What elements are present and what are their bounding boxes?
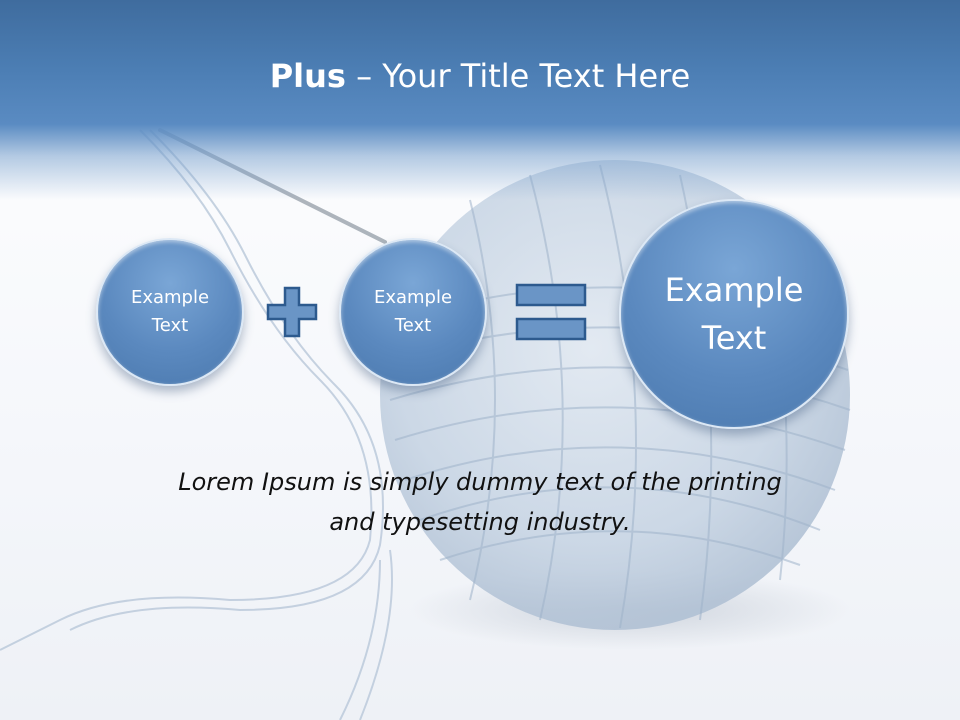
circle-2: Example Text	[339, 238, 487, 386]
circle-1: Example Text	[96, 238, 244, 386]
circle-3-line-1: Example	[664, 271, 804, 309]
title-rest: – Your Title Text Here	[345, 57, 691, 95]
circle-1-line-2: Text	[151, 315, 189, 336]
body-text: Lorem Ipsum is simply dummy text of the …	[0, 462, 960, 542]
circle-2-line-1: Example	[373, 287, 453, 308]
slide-title: Plus – Your Title Text Here	[0, 54, 960, 98]
plus-icon	[266, 286, 318, 338]
title-bold: Plus	[269, 57, 346, 95]
circle-1-line-1: Example	[130, 287, 210, 308]
equals-icon	[515, 283, 587, 341]
circle-3-line-2: Text	[701, 319, 767, 357]
circle-2-line-2: Text	[394, 315, 432, 336]
header-band	[0, 0, 960, 200]
circle-3: Example Text	[619, 199, 849, 429]
body-line-2: and typesetting industry.	[329, 508, 631, 536]
body-line-1: Lorem Ipsum is simply dummy text of the …	[178, 468, 782, 496]
